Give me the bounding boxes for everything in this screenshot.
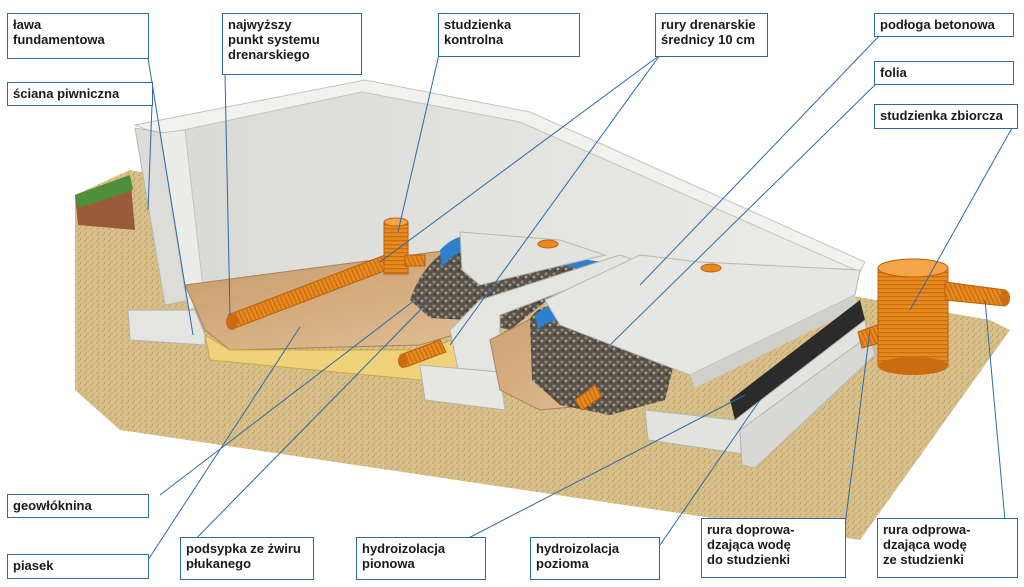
control-well	[383, 217, 426, 275]
outlet-pipe	[944, 281, 1010, 307]
foil-band	[730, 300, 865, 420]
concrete-slab-right	[544, 254, 861, 376]
label-najwyzszy-punkt: najwyższy punkt systemu drenarskiego	[222, 13, 362, 75]
label-rura-odprowadzajaca: rura odprowa- dzająca wodę ze studzienki	[877, 518, 1018, 578]
label-rura-doprowadzajaca: rura doprowa- dzająca wodę do studzienki	[701, 518, 846, 578]
concrete-slab-left	[459, 231, 607, 286]
pipe-cap-2	[700, 263, 722, 273]
label-sciana-piwniczna: ściana piwniczna	[7, 82, 153, 106]
grass-strip	[75, 175, 133, 208]
drain-pipe-right	[574, 384, 603, 411]
label-studzienka-zbiorcza: studzienka zbiorcza	[874, 104, 1018, 129]
collecting-well	[877, 258, 949, 375]
middle-footing-base	[419, 364, 506, 411]
right-footing-base	[739, 334, 876, 469]
label-lawa-fundamentowa: ława fundamentowa	[7, 13, 149, 59]
label-hydroizolacja-pozioma: hydroizolacja pozioma	[530, 537, 660, 580]
label-podsypka: podsypka ze żwiru płukanego	[180, 537, 314, 580]
leader-lines	[147, 34, 1013, 561]
label-studzienka-kontrolna: studzienka kontrolna	[438, 13, 580, 57]
slab-edge	[690, 295, 858, 388]
left-footing	[127, 309, 206, 346]
label-hydroizolacja-pionowa: hydroizolacja pionowa	[356, 537, 486, 580]
label-rury-drenarskie: rury drenarskie średnicy 10 cm	[655, 13, 768, 57]
drain-pipe-middle	[398, 339, 447, 368]
label-folia: folia	[874, 61, 1014, 85]
label-podloga-betonowa: podłoga betonowa	[874, 13, 1014, 37]
label-geowloknina: geowłóknina	[7, 494, 149, 518]
label-piasek: piasek	[7, 554, 149, 579]
pipe-cap-1	[537, 239, 559, 249]
